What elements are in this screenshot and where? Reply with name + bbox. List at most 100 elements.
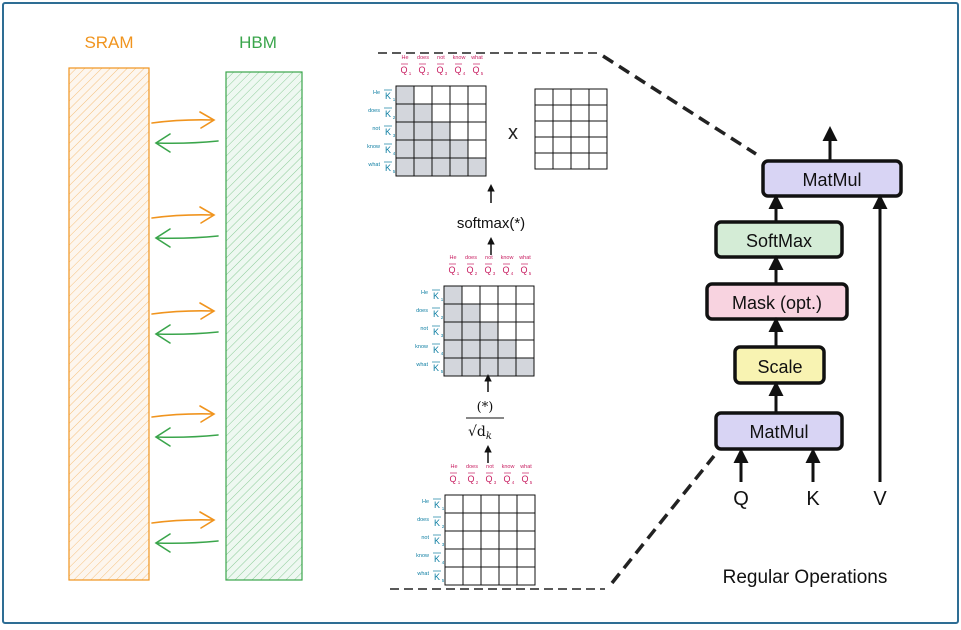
attention-block: MatMul SoftMax Mask (opt.) Scale MatMul …: [705, 126, 903, 510]
matrix-cell: [497, 285, 517, 305]
caption: Regular Operations: [723, 567, 888, 588]
key-vector-symbol: K: [433, 327, 439, 337]
value-matrix-cell: [588, 120, 608, 138]
matrix-cell: [479, 321, 499, 341]
matrix-cell: [462, 548, 482, 568]
query-index: 2: [427, 71, 430, 76]
key-index: 5: [442, 578, 445, 583]
key-vector-symbol: K: [433, 291, 439, 301]
value-matrix-cell: [534, 88, 554, 106]
mask-box-label: Mask (opt.): [732, 293, 822, 313]
key-vector-symbol: K: [385, 109, 391, 119]
matrix-cell: [395, 85, 415, 105]
query-vector-symbol: Q: [466, 265, 473, 275]
matrix-cell: [498, 548, 518, 568]
matrix-cell: [497, 339, 517, 359]
matrix-cell: [444, 548, 464, 568]
matrix-cell: [479, 357, 499, 377]
key-vector-symbol: K: [434, 536, 440, 546]
key-index: 3: [393, 133, 396, 138]
value-matrix: [534, 88, 608, 170]
query-token-label: what: [470, 55, 483, 61]
matrix-cell: [449, 103, 469, 123]
key-index: 3: [442, 542, 445, 547]
value-matrix-cell: [570, 152, 590, 170]
query-token-label: does: [465, 255, 477, 261]
query-index: 1: [458, 480, 461, 485]
query-index: 2: [476, 480, 479, 485]
query-token-label: He: [450, 464, 457, 470]
key-token-label: not: [420, 326, 428, 332]
matrix-cell: [467, 157, 487, 177]
matrix-cell: [449, 121, 469, 141]
query-index: 5: [529, 271, 532, 276]
matrix-cell: [498, 566, 518, 586]
query-vector-symbol: Q: [454, 65, 461, 75]
key-token-label: know: [415, 344, 428, 350]
matrix-cell: [443, 303, 463, 323]
zoom-diagonal-bottom: [610, 454, 716, 585]
value-matrix-cell: [534, 152, 554, 170]
matrix-cell: [515, 321, 535, 341]
matrix-cell: [431, 121, 451, 141]
key-token-label: does: [368, 108, 380, 114]
matrix-cell: [515, 339, 535, 359]
matrix-cell: [516, 494, 536, 514]
matrix-cell: [395, 139, 415, 159]
key-token-label: not: [372, 126, 380, 132]
value-matrix-cell: [552, 104, 572, 122]
arrow-hbm-to-sram: [154, 533, 219, 553]
sram-label: SRAM: [84, 33, 133, 52]
key-index: 4: [442, 560, 445, 565]
scale-numerator: (*): [477, 400, 494, 415]
key-index: 1: [442, 506, 445, 511]
value-matrix-cell: [570, 120, 590, 138]
matrix-cell: [497, 303, 517, 323]
matmul-bottom-box: [714, 411, 844, 451]
query-vector-symbol: Q: [520, 265, 527, 275]
key-token-label: does: [416, 308, 428, 314]
matrix-cell: [443, 339, 463, 359]
matrix-cell: [516, 530, 536, 550]
key-index: 3: [441, 333, 444, 338]
query-index: 3: [493, 271, 496, 276]
scale-box-label: Scale: [757, 357, 802, 377]
value-matrix-cell: [534, 104, 554, 122]
matrix-cell: [498, 512, 518, 532]
arrow-hbm-to-sram: [154, 427, 219, 447]
matrix-cell: [497, 321, 517, 341]
matrix-cell: [449, 139, 469, 159]
query-vector-symbol: Q: [485, 474, 492, 484]
value-matrix-cell: [552, 120, 572, 138]
key-vector-symbol: K: [385, 163, 391, 173]
value-matrix-cell: [588, 136, 608, 154]
matrix-cell: [480, 512, 500, 532]
matrix-cell: [395, 157, 415, 177]
matrix-cell: [479, 303, 499, 323]
query-vector-symbol: Q: [400, 65, 407, 75]
value-matrix-cell: [588, 104, 608, 122]
matrix-cell: [467, 85, 487, 105]
matrix-cell: [497, 357, 517, 377]
key-vector-symbol: K: [433, 309, 439, 319]
matrix-cell: [443, 321, 463, 341]
arrow-hbm-to-sram: [154, 133, 219, 153]
query-token-label: not: [485, 255, 493, 261]
query-index: 5: [481, 71, 484, 76]
query-vector-symbol: Q: [418, 65, 425, 75]
input-v-label: V: [873, 488, 887, 510]
value-matrix-cell: [552, 88, 572, 106]
matrix-cell: [444, 494, 464, 514]
query-index: 4: [511, 271, 514, 276]
query-index: 1: [409, 71, 412, 76]
scale-denominator: √dk: [468, 424, 492, 442]
query-index: 3: [494, 480, 497, 485]
arrow-sram-to-hbm: [151, 405, 216, 423]
matrix-cell: [461, 339, 481, 359]
query-token-label: not: [437, 55, 445, 61]
key-token-label: what: [416, 571, 429, 577]
matrix-cell: [443, 357, 463, 377]
